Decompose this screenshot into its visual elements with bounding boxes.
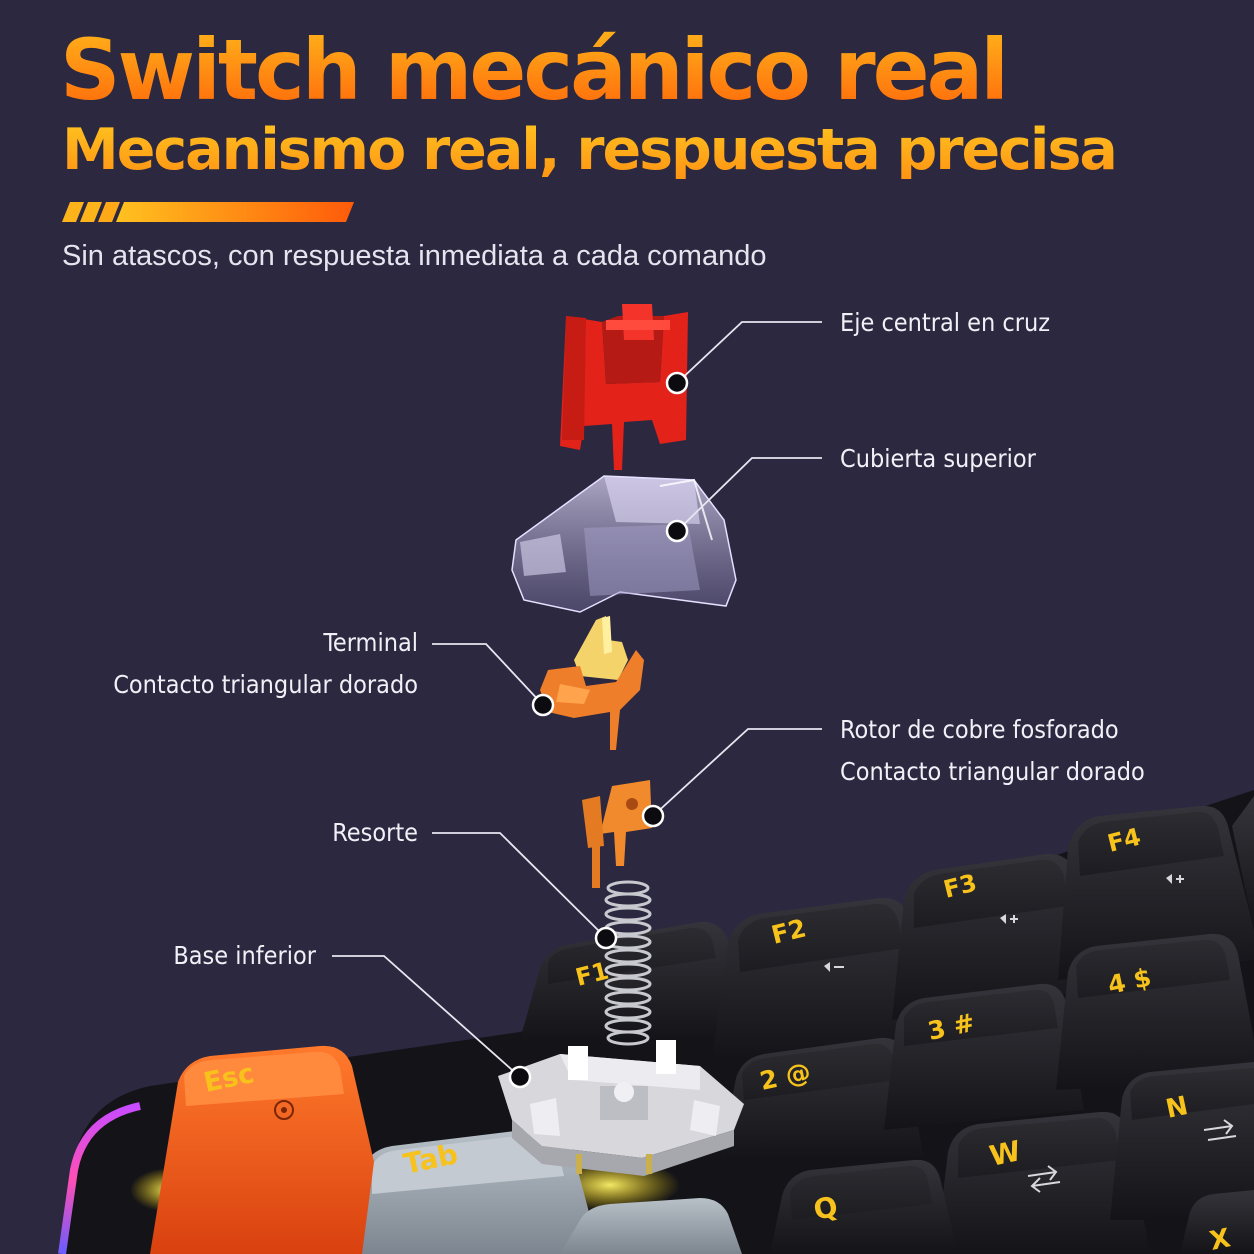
arrows-icon: [1027, 1119, 1237, 1193]
power-icon: [274, 1100, 294, 1120]
label-spring: Resorte: [332, 818, 418, 847]
copper-rotor: [582, 780, 652, 888]
keycap-f2: [712, 897, 934, 1060]
bottom-housing: [498, 1040, 744, 1176]
keycap-n: [1110, 1062, 1254, 1220]
keycap-q: [770, 1159, 958, 1254]
label-stem: Eje central en cruz: [840, 308, 1051, 337]
keycap-esc: [150, 1045, 374, 1254]
title-stripe-decoration: [62, 202, 354, 222]
keycap-f1: [520, 921, 742, 1040]
label-bottom-housing: Base inferior: [173, 941, 316, 970]
keycap-2: [720, 1037, 924, 1160]
label-rotor: Rotor de cobre fosforado: [840, 715, 1119, 744]
keycap-tab: [348, 1127, 742, 1254]
callout-lines: [332, 321, 822, 1078]
keycap-x: [1180, 1190, 1254, 1254]
keyboard: Esc Tab F1 F2 F3 F4 2 @ 3 # 4 $ Q W N X: [58, 790, 1254, 1254]
tagline: Sin atascos, con respuesta inmediata a c…: [62, 240, 767, 272]
label-top-housing: Cubierta superior: [840, 444, 1036, 473]
keycap-w-legend: W: [987, 1134, 1024, 1173]
label-terminal: Terminal: [323, 628, 418, 657]
keycap-4: [1056, 933, 1254, 1090]
label-rotor-contact: Contacto triangular dorado: [840, 757, 1145, 786]
label-terminal-contact: Contacto triangular dorado: [113, 670, 418, 699]
red-stem: [560, 304, 688, 470]
volume-icon: [824, 874, 1184, 972]
spring: [604, 880, 652, 1046]
page-subtitle: Mecanismo real, respuesta precisa: [62, 117, 1118, 183]
terminal: [540, 616, 644, 750]
top-housing: [511, 475, 737, 613]
keycap-3: [884, 983, 1084, 1130]
callout-dot-icon: [508, 371, 689, 1089]
keycap-f3: [892, 853, 1092, 1020]
keycap-w: [936, 1111, 1150, 1254]
page-title: Switch mecánico real: [60, 21, 1009, 119]
